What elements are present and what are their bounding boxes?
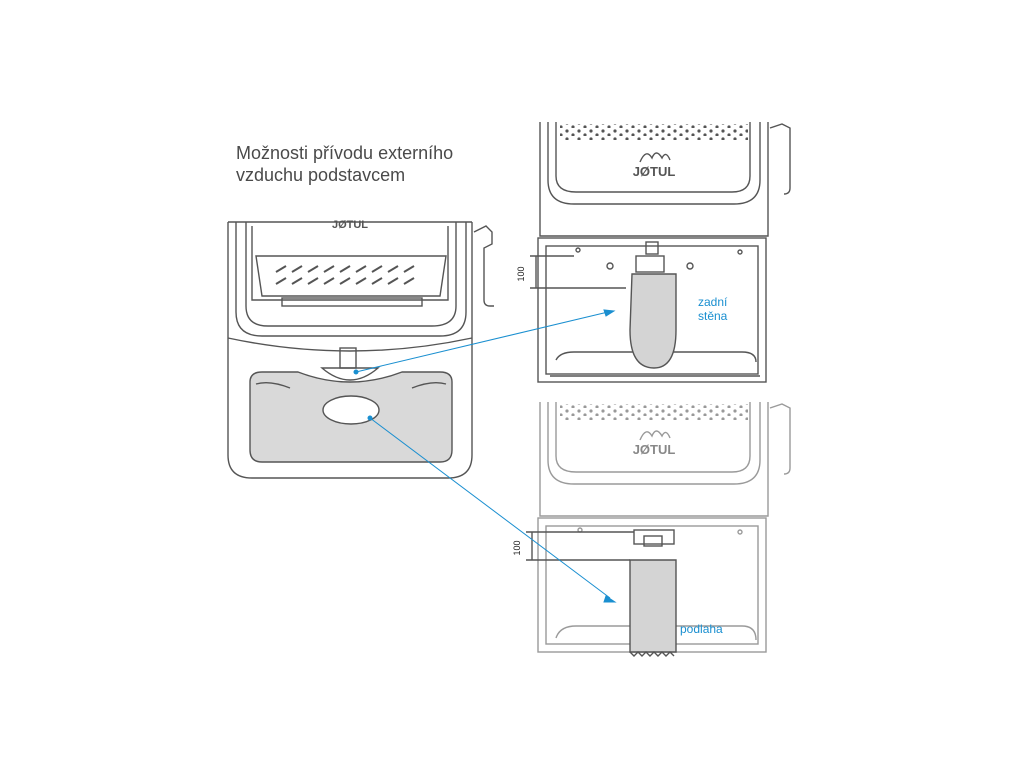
floor-duct: [629, 559, 677, 653]
arrow-origin-top: [353, 369, 359, 375]
stove-rear-wall-view: JØTUL 100: [516, 122, 791, 383]
label-rear-wall-2: stěna: [698, 309, 728, 323]
diagram-title: Možnosti přívodu externího vzduchu podst…: [236, 142, 453, 186]
arrow-to-rear-wall: [355, 311, 609, 373]
title-line-1: Možnosti přívodu externího: [236, 143, 454, 163]
title-line-2: vzduchu podstavcem: [236, 165, 406, 185]
stove-front-view: JØTUL: [227, 219, 494, 479]
logo-floor: JØTUL: [633, 442, 676, 457]
dimension-top: 100: [516, 266, 526, 281]
arrowhead-rear-wall: [603, 309, 616, 317]
label-floor: podlaha: [680, 622, 723, 636]
dimension-bottom: 100: [512, 540, 522, 555]
arrow-origin-bottom: [367, 415, 373, 421]
floor-connector: [633, 529, 675, 545]
logo-rear: JØTUL: [633, 164, 676, 179]
logo-front: JØTUL: [332, 219, 368, 231]
label-rear-wall-1: zadní: [698, 295, 728, 309]
arrowhead-floor: [603, 595, 617, 603]
arrow-to-floor: [369, 417, 611, 599]
